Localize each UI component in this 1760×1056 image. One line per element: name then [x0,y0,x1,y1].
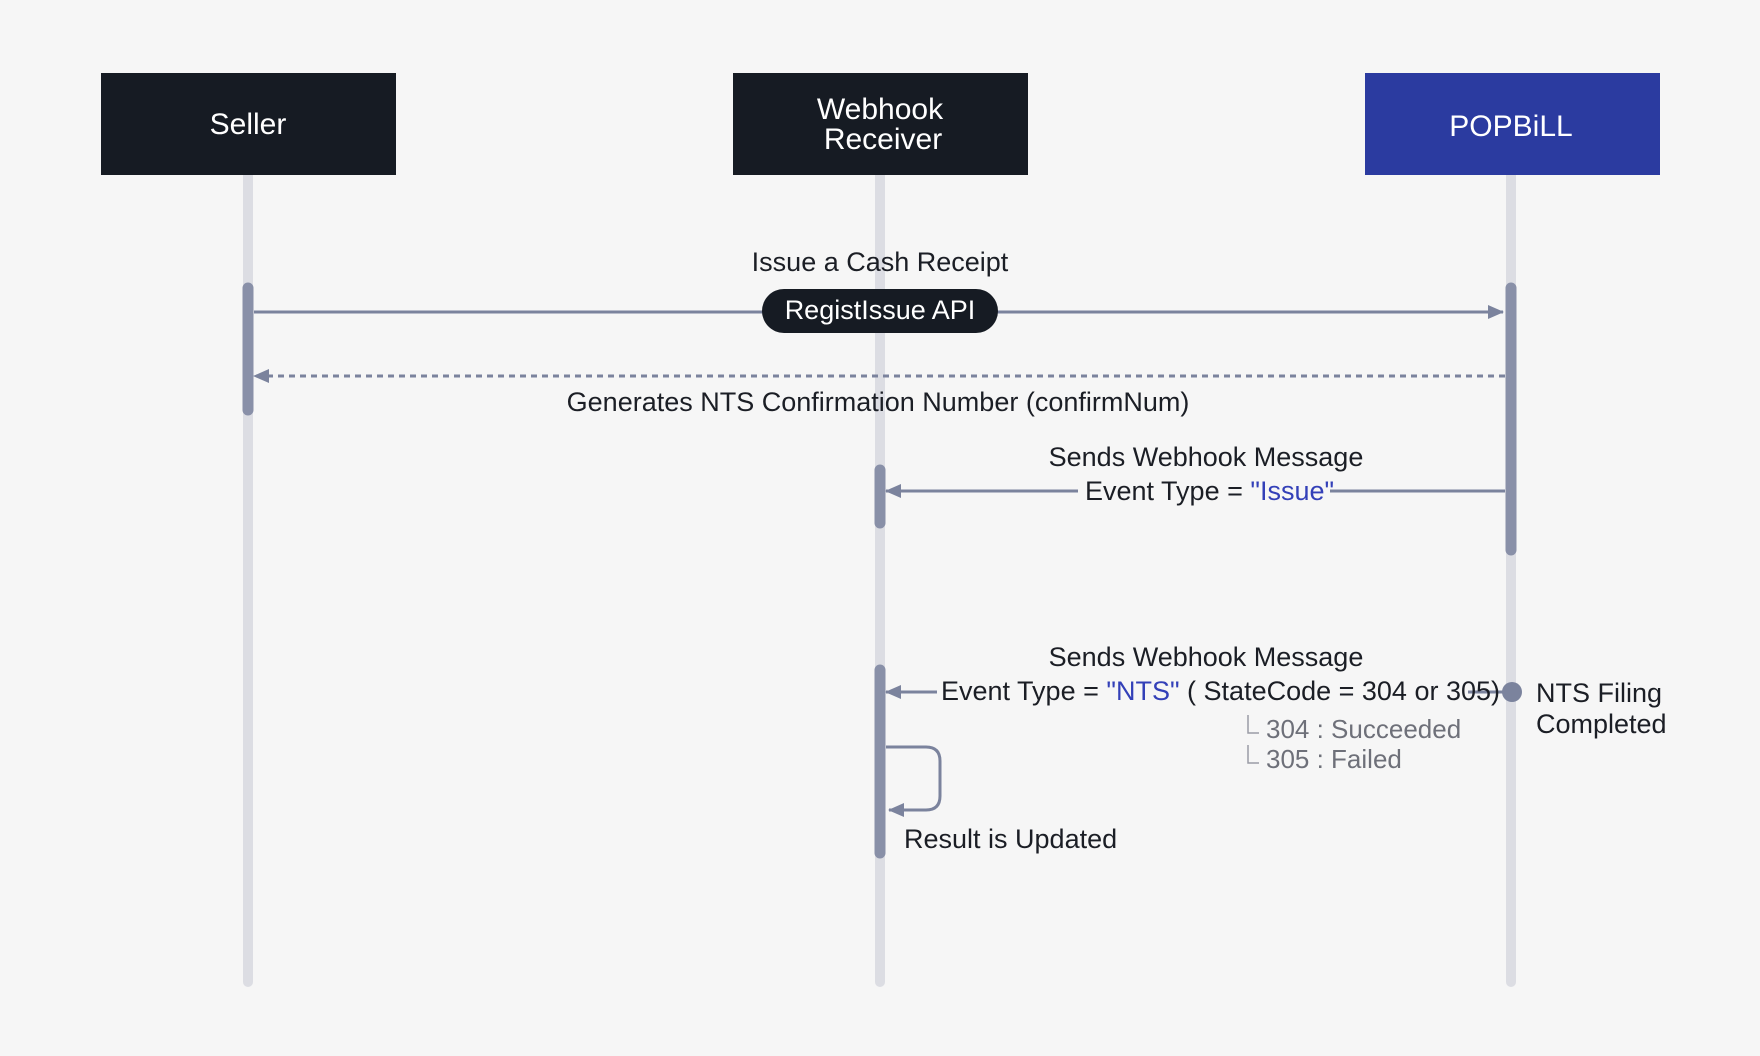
nts-filing-dot [1502,682,1522,702]
api-pill: RegistIssue API [762,289,998,333]
webhook-issue-title: Sends Webhook Message [1049,442,1364,472]
nts-filing-note-line1: NTS Filing [1536,678,1662,708]
webhook-nts-title: Sends Webhook Message [1049,642,1364,672]
actor-seller: Seller [101,73,396,175]
nts-filing-note-line2: Completed [1536,709,1667,739]
actor-popbill-label: POPBiLL [1449,110,1572,143]
actor-receiver-label-line1: Webhook [817,93,944,126]
webhook-nts-event-suffix: ( StateCode = 304 or 305) [1180,676,1500,706]
webhook-issue-event-prefix: Event Type = [1085,476,1250,506]
actor-popbill: POPBiLL [1365,73,1660,175]
issue-request-label: Issue a Cash Receipt [752,247,1009,277]
webhook-nts-event-value: "NTS" [1106,676,1179,706]
code-304-branch-icon [1247,715,1259,734]
code-305-label: 305 : Failed [1266,744,1402,774]
actor-seller-label: Seller [210,108,287,141]
webhook-nts-event: Event Type = "NTS" ( StateCode = 304 or … [941,676,1500,706]
webhook-issue-event-value: "Issue" [1250,476,1334,506]
webhook-issue-event: Event Type = "Issue" [1085,476,1334,506]
code-304-label: 304 : Succeeded [1266,714,1461,744]
actor-receiver-label-line2: Receiver [824,123,942,156]
self-update-loop-arrow [886,745,942,817]
actor-webhook-receiver: Webhook Receiver [733,73,1028,175]
code-305-branch-icon [1247,745,1259,764]
confirm-reply-label: Generates NTS Confirmation Number (confi… [567,387,1190,417]
webhook-nts-event-prefix: Event Type = [941,676,1106,706]
api-pill-label: RegistIssue API [785,295,976,325]
self-update-label: Result is Updated [904,824,1117,854]
